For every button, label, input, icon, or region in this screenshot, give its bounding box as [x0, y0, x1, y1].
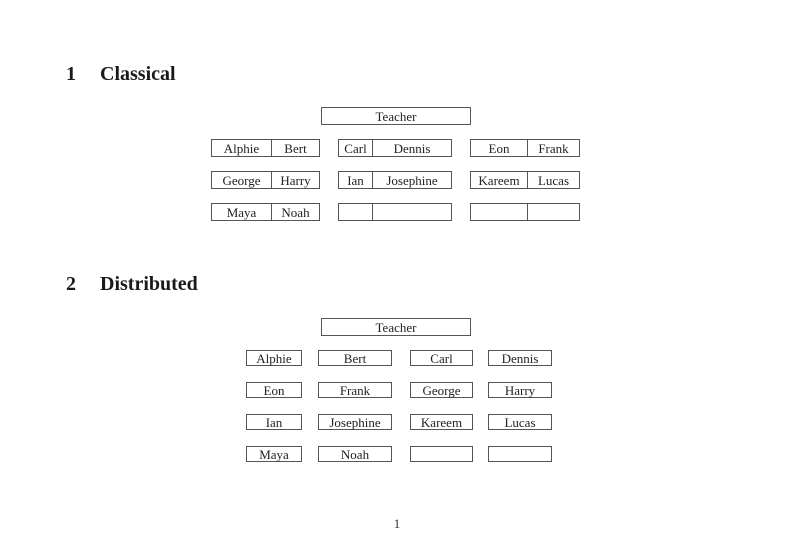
section-heading-distributed: 2 Distributed: [66, 274, 198, 294]
seat: Noah: [318, 446, 392, 462]
seat-right-empty: [528, 204, 579, 220]
seat-left: Maya: [212, 204, 272, 220]
desk: Eon Frank: [470, 139, 580, 157]
seat: Lucas: [488, 414, 552, 430]
desk: George Harry: [211, 171, 320, 189]
section-heading-classical: 1 Classical: [66, 64, 176, 84]
seat: Josephine: [318, 414, 392, 430]
seat-empty: [410, 446, 473, 462]
seat-empty: [488, 446, 552, 462]
desk-empty: [470, 203, 580, 221]
seat-right: Harry: [280, 172, 311, 188]
section-number: 1: [66, 63, 76, 85]
seat-left-empty: [339, 204, 373, 220]
teacher-label: Teacher: [375, 108, 417, 124]
seat-left-empty: [471, 204, 528, 220]
seat-right: Noah: [281, 204, 310, 220]
seat-left: George: [212, 172, 272, 188]
seat-right-empty: [373, 204, 451, 220]
seat-right: Bert: [284, 140, 307, 156]
desk-empty: [338, 203, 452, 221]
section-title: Distributed: [100, 273, 198, 295]
seat: Eon: [246, 382, 302, 398]
teacher-box: Teacher: [321, 318, 471, 336]
seat-left: Ian: [339, 172, 373, 188]
seat: Frank: [318, 382, 392, 398]
desk: Carl Dennis: [338, 139, 452, 157]
section-number: 2: [66, 273, 76, 295]
desk: Ian Josephine: [338, 171, 452, 189]
seat: Bert: [318, 350, 392, 366]
page-number: 1: [393, 516, 401, 531]
seat-right: Josephine: [386, 172, 438, 188]
seat-right: Lucas: [537, 172, 570, 188]
section-title: Classical: [100, 63, 176, 85]
seat-left: Kareem: [471, 172, 528, 188]
seat: Kareem: [410, 414, 473, 430]
seat-right: Dennis: [393, 140, 431, 156]
desk: Kareem Lucas: [470, 171, 580, 189]
seat-right: Frank: [538, 140, 569, 156]
teacher-label: Teacher: [375, 319, 417, 335]
teacher-box: Teacher: [321, 107, 471, 125]
seat: Dennis: [488, 350, 552, 366]
seat-left: Carl: [339, 140, 373, 156]
seat-left: Alphie: [212, 140, 272, 156]
seat: Ian: [246, 414, 302, 430]
seat: Alphie: [246, 350, 302, 366]
desk: Alphie Bert: [211, 139, 320, 157]
seat-left: Eon: [471, 140, 528, 156]
seat: Harry: [488, 382, 552, 398]
desk: Maya Noah: [211, 203, 320, 221]
seat: Carl: [410, 350, 473, 366]
seat: George: [410, 382, 473, 398]
seat: Maya: [246, 446, 302, 462]
